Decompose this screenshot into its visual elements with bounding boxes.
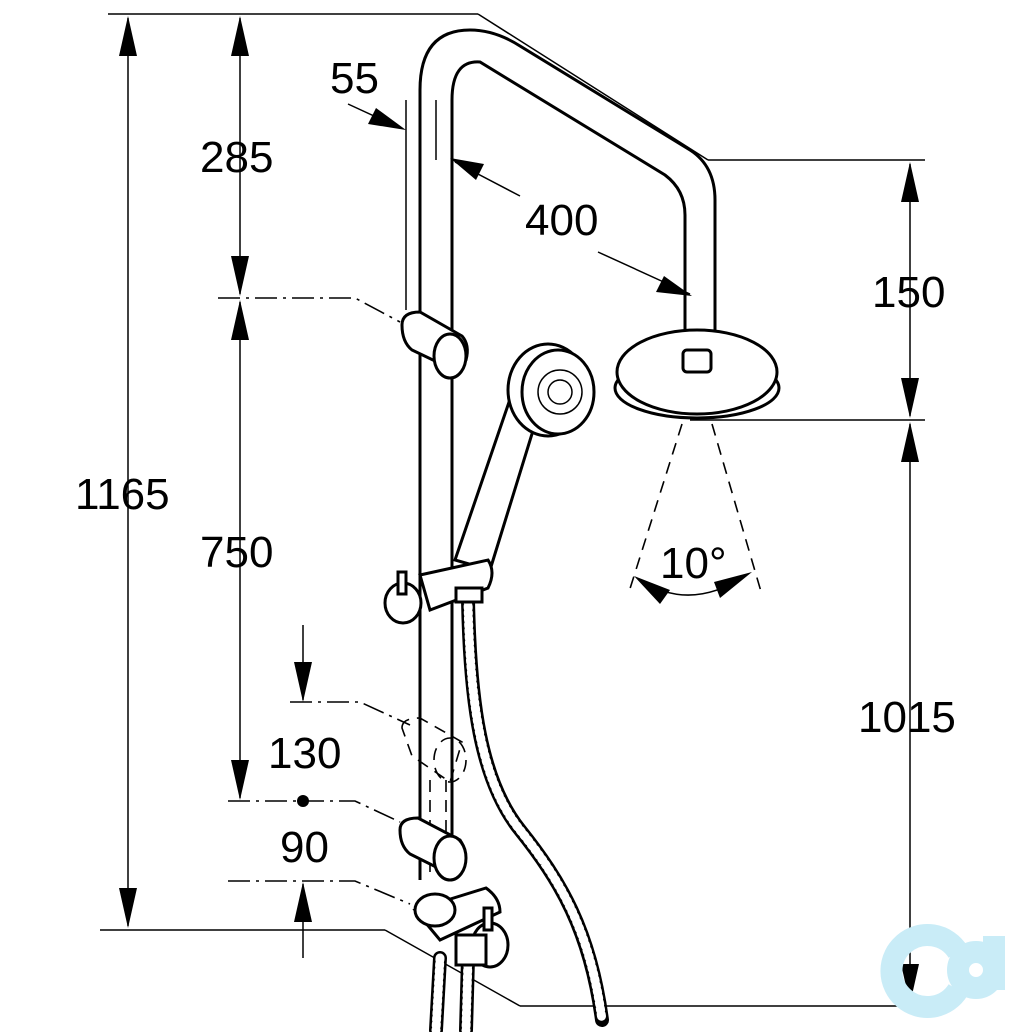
label-total-height: 1165 — [75, 470, 170, 519]
dimension-arrows — [119, 16, 919, 1004]
dimension-labels: 55 285 400 150 1165 750 10° 1015 130 90 — [75, 54, 956, 872]
label-adjust-range: 130 — [268, 729, 341, 778]
shower-hose — [429, 593, 609, 1032]
spray-cone — [627, 423, 763, 596]
label-arm-length: 400 — [525, 196, 598, 245]
wall-bracket-lower — [398, 816, 468, 882]
overhead-shower-head — [613, 328, 781, 420]
label-spray-angle: 10° — [660, 539, 727, 588]
riser-pipe — [418, 28, 717, 880]
label-top-to-bracket: 285 — [200, 133, 273, 182]
label-lower-offset: 90 — [280, 823, 329, 872]
diverter-valve — [412, 886, 510, 969]
brand-watermark-logo — [880, 924, 1005, 1018]
extension-lines — [100, 13, 930, 1007]
wall-bracket-upper — [400, 310, 469, 380]
hand-shower — [453, 342, 596, 572]
label-head-height: 1015 — [858, 693, 956, 742]
label-pipe-diameter: 55 — [330, 54, 379, 103]
label-head-drop: 150 — [872, 268, 945, 317]
slider-bracket — [383, 558, 494, 625]
label-bracket-spacing: 750 — [200, 528, 273, 577]
